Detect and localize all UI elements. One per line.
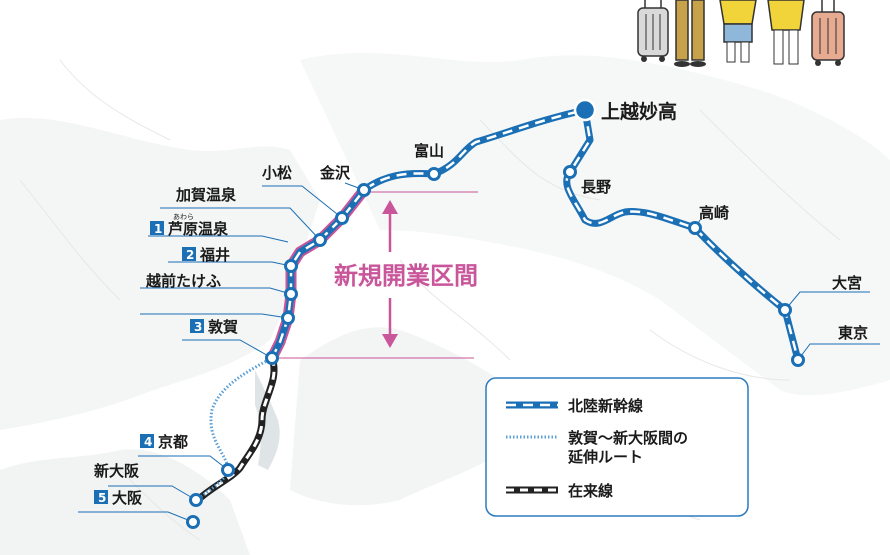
station-kagaonsen-marker <box>313 233 327 247</box>
station-fukui-label: 福井 <box>199 246 230 264</box>
station-tsuruga-marker <box>265 351 279 365</box>
badge-fukui <box>182 247 196 261</box>
station-nagano-label: 長野 <box>581 178 611 196</box>
station-shinosaka-marker <box>189 493 203 507</box>
station-echizentakefu-marker <box>281 311 295 325</box>
station-osaka-marker <box>186 515 200 529</box>
station-fukui-marker <box>284 287 298 301</box>
legend-shinkansen-label: 北陸新幹線 <box>568 397 643 415</box>
badge-osaka-number: 5 <box>98 491 106 505</box>
legend-conventional-label: 在来線 <box>568 482 613 500</box>
station-kyoto-label: 京都 <box>158 433 188 451</box>
badge-awaraonsen-number: 1 <box>154 222 162 236</box>
station-kagaonsen-label: 加賀温泉 <box>175 186 237 204</box>
station-kanazawa-label: 金沢 <box>319 164 351 182</box>
station-awaraonsen-label: 芦原温泉 <box>168 220 229 238</box>
station-omiya-marker <box>778 303 792 317</box>
station-echizentakefu-label: 越前たけふ <box>145 272 221 290</box>
badge-tsuruga-number: 3 <box>194 320 202 334</box>
station-takasaki-marker <box>688 221 702 235</box>
badge-tsuruga <box>190 319 204 333</box>
station-awaraonsen-marker <box>284 259 298 273</box>
arrow-down-icon <box>382 334 398 348</box>
extension-route <box>195 356 273 502</box>
leader-lines <box>78 182 880 523</box>
station-komatsu-marker <box>335 211 349 225</box>
station-joetsumyoko-label: 上越妙高 <box>601 100 677 123</box>
legend-extension-label-2: 延伸ルート <box>567 448 643 466</box>
station-tsuruga-label: 敦賀 <box>208 318 238 336</box>
station-kyoto-marker <box>221 463 235 477</box>
badge-osaka <box>94 490 108 504</box>
station-nagano-marker <box>563 165 577 179</box>
badge-fukui-number: 2 <box>186 248 194 262</box>
conventional-line <box>195 356 278 503</box>
leader-awara <box>148 235 289 243</box>
arrow-up-icon <box>382 200 398 214</box>
travelers-illustration-icon <box>637 0 845 67</box>
station-shinosaka-label: 新大阪 <box>94 462 140 480</box>
new-section-label: 新規開業区間 <box>334 262 478 290</box>
badge-kyoto-number: 4 <box>144 435 152 449</box>
station-toyama-marker <box>427 167 441 181</box>
station-markers <box>186 165 805 529</box>
new-section-bracket <box>278 191 478 359</box>
badge-awaraonsen <box>150 221 164 235</box>
legend: 北陸新幹線 敦賀〜新大阪間の 延伸ルート 在来線 <box>485 377 749 517</box>
station-komatsu-label: 小松 <box>262 164 292 182</box>
station-awaraonsen-ruby: あわら <box>173 213 194 221</box>
badge-kyoto <box>140 434 154 448</box>
station-toyama-label: 富山 <box>414 142 444 160</box>
station-osaka-label: 大阪 <box>112 489 143 507</box>
station-joetsumyoko-marker <box>573 98 597 122</box>
station-tokyo-marker <box>791 353 805 367</box>
legend-extension-label-1: 敦賀〜新大阪間の <box>568 429 688 447</box>
station-takasaki-label: 高崎 <box>699 204 729 222</box>
station-omiya-label: 大宮 <box>832 274 862 292</box>
station-kanazawa-marker <box>357 183 371 197</box>
station-tokyo-label: 東京 <box>838 324 868 342</box>
